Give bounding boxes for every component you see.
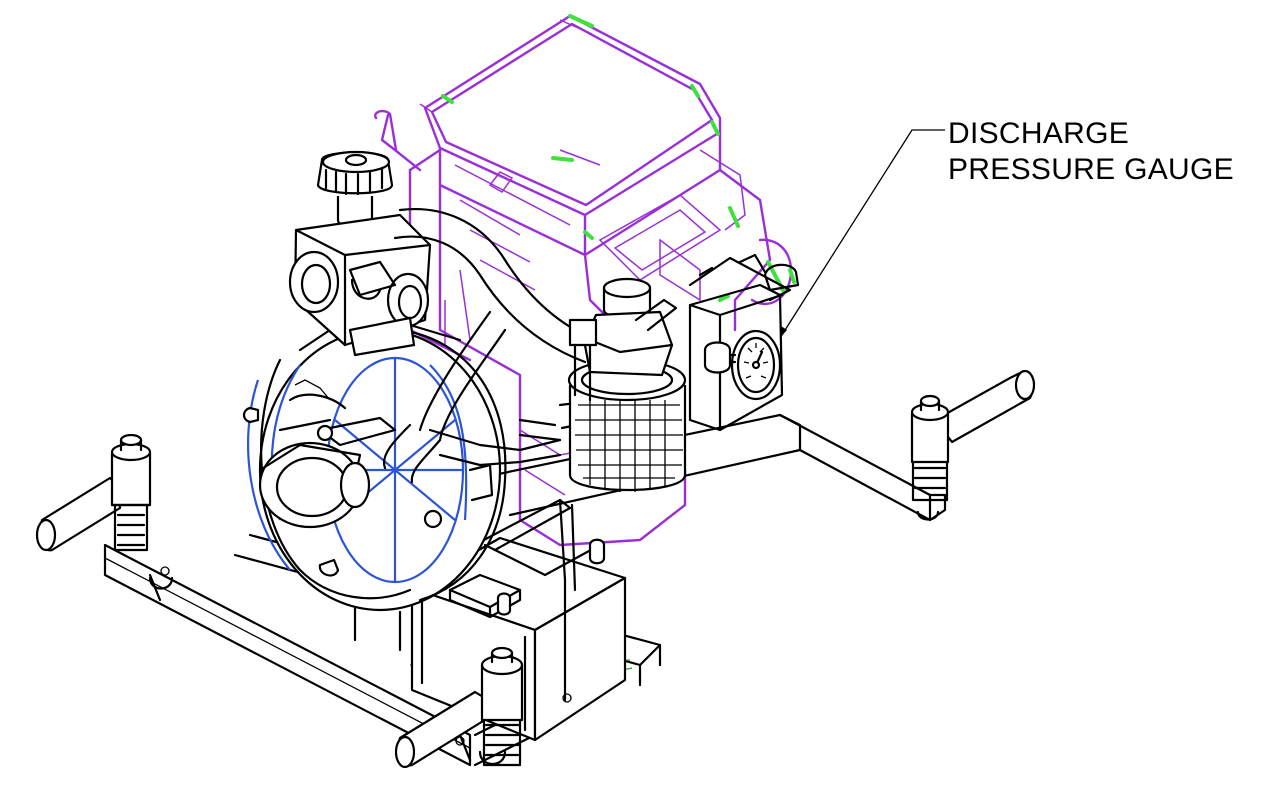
carry-bar-front xyxy=(103,543,547,767)
strainer-mesh xyxy=(575,400,683,492)
discharge-valve xyxy=(288,150,432,357)
callout-line-2: PRESSURE GAUGE xyxy=(948,153,1234,186)
engine xyxy=(374,14,796,547)
discharge-pressure-gauge-label: DISCHARGE PRESSURE GAUGE xyxy=(948,116,1234,188)
handle-front-right xyxy=(394,646,524,769)
suction-strainer xyxy=(567,277,687,492)
gauge-assembly xyxy=(688,253,800,432)
callout-leader xyxy=(779,129,945,339)
handle-left xyxy=(35,433,152,552)
callout-line-1: DISCHARGE xyxy=(948,117,1130,150)
handle-right xyxy=(910,369,1036,502)
pump-volute xyxy=(242,323,507,612)
